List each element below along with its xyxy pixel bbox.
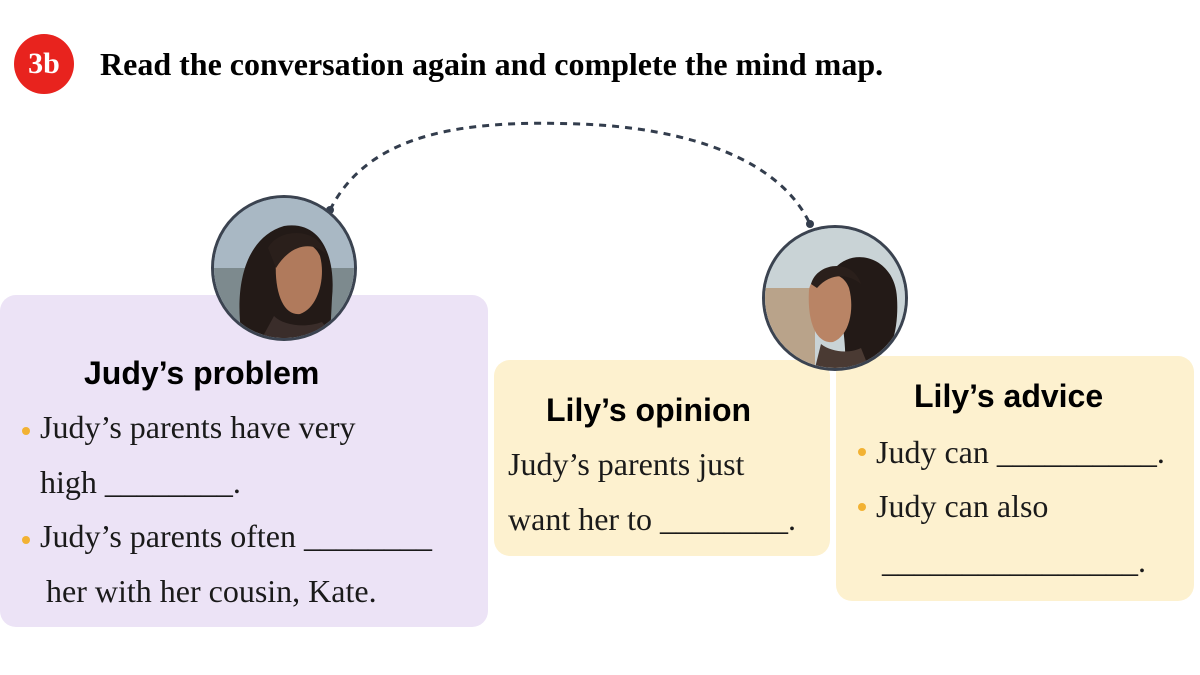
lily-opinion-box: Lily’s opinion Judy’s parents just want … bbox=[494, 360, 830, 556]
lily-opinion-title: Lily’s opinion bbox=[546, 392, 752, 428]
exercise-badge: 3b bbox=[14, 34, 74, 94]
instruction-text: Read the conversation again and complete… bbox=[100, 46, 884, 82]
problem-line-2: high ________. bbox=[40, 464, 241, 500]
judy-portrait-icon bbox=[214, 198, 354, 338]
problem-line-4: her with her cousin, Kate. bbox=[46, 573, 377, 609]
opinion-line-1: Judy’s parents just bbox=[508, 446, 745, 482]
judy-portrait bbox=[211, 195, 357, 341]
judy-problem-box: Judy’s problem Judy’s parents have very … bbox=[0, 295, 488, 627]
bullet-dot bbox=[858, 448, 866, 456]
lily-advice-box: Lily’s advice Judy can __________. Judy … bbox=[836, 356, 1194, 601]
bullet-dot bbox=[22, 536, 30, 544]
lily-portrait-icon bbox=[765, 228, 905, 368]
bullet-dot bbox=[858, 503, 866, 511]
advice-line-1: Judy can __________. bbox=[876, 434, 1165, 470]
problem-line-3: Judy’s parents often ________ bbox=[40, 518, 432, 554]
advice-line-3: ________________. bbox=[882, 543, 1146, 579]
problem-line-1: Judy’s parents have very bbox=[40, 409, 356, 445]
advice-line-2: Judy can also bbox=[876, 488, 1049, 524]
opinion-line-2: want her to ________. bbox=[508, 501, 796, 537]
lily-advice-title: Lily’s advice bbox=[914, 378, 1104, 414]
judy-problem-title: Judy’s problem bbox=[84, 355, 320, 391]
bullet-dot bbox=[22, 427, 30, 435]
lily-portrait bbox=[762, 225, 908, 371]
badge-label: 3b bbox=[28, 47, 60, 80]
